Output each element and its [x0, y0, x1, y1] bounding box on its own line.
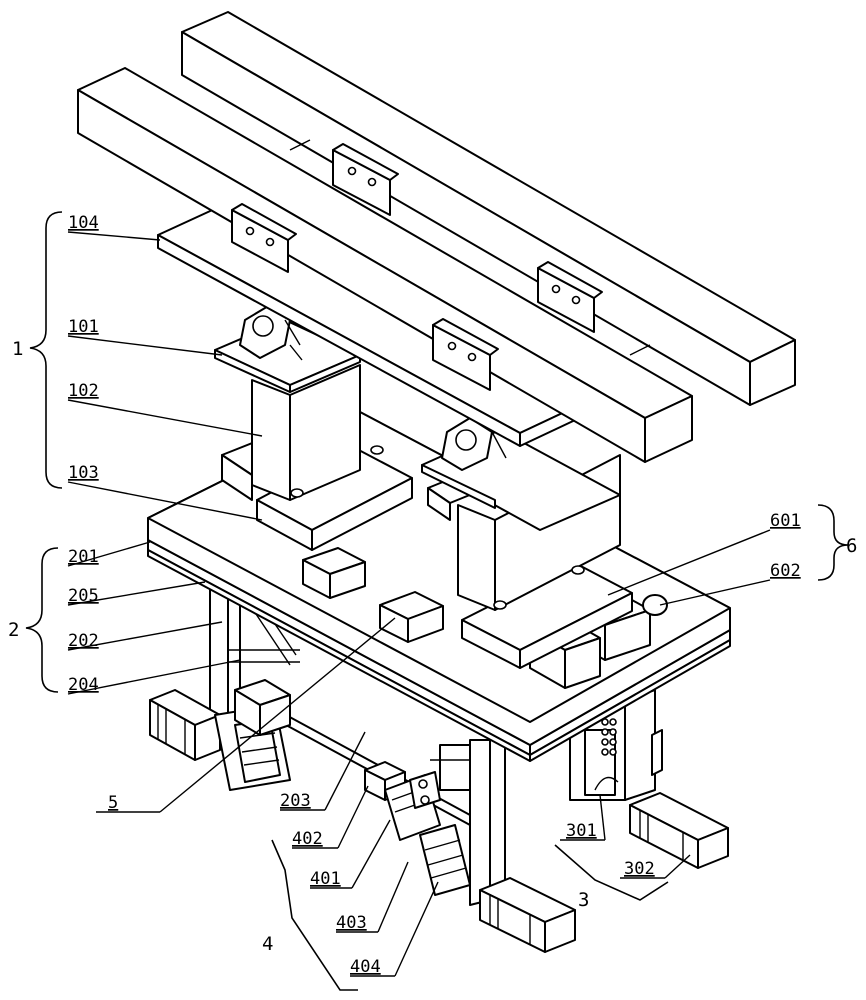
group-label-1: 1	[12, 338, 23, 360]
plate-blocks	[302, 547, 444, 643]
right-column	[421, 417, 633, 669]
label-205: 205	[68, 586, 99, 606]
group-label-3: 3	[578, 889, 589, 911]
label-301: 301	[566, 821, 597, 841]
left-column	[214, 304, 413, 551]
label-601: 601	[770, 511, 801, 531]
label-204: 204	[68, 675, 99, 695]
label-404: 404	[350, 957, 381, 977]
label-602: 602	[770, 561, 801, 581]
label-201: 201	[68, 547, 99, 567]
label-202: 202	[68, 631, 99, 651]
brace-2	[25, 547, 59, 693]
right-cylinder	[629, 729, 729, 869]
label-103: 103	[68, 463, 99, 483]
cylinder-unit-5	[149, 679, 291, 791]
label-402: 402	[292, 829, 323, 849]
brace-3	[554, 844, 669, 901]
group-label-2: 2	[8, 619, 19, 641]
cylinder-unit-4	[364, 761, 471, 896]
label-401: 401	[310, 869, 341, 889]
leader-lines	[67, 231, 771, 977]
group-labels: 1 2 6 3 4	[8, 338, 857, 955]
long-beams	[77, 11, 796, 463]
label-101: 101	[68, 317, 99, 337]
group-label-4: 4	[262, 933, 273, 955]
label-403: 403	[336, 913, 367, 933]
label-104: 104	[68, 213, 99, 233]
front-cylinder	[479, 877, 576, 953]
brace-6	[817, 504, 849, 581]
group-label-6: 6	[846, 535, 857, 557]
part-labels: 104 101 102 103 201 205 202 204 601 602 …	[68, 213, 801, 977]
label-302: 302	[624, 859, 655, 879]
beam-brackets	[231, 143, 603, 391]
label-5: 5	[108, 793, 118, 813]
label-102: 102	[68, 381, 99, 401]
brace-1	[29, 211, 63, 489]
brace-4	[271, 839, 358, 991]
label-203: 203	[280, 791, 311, 811]
